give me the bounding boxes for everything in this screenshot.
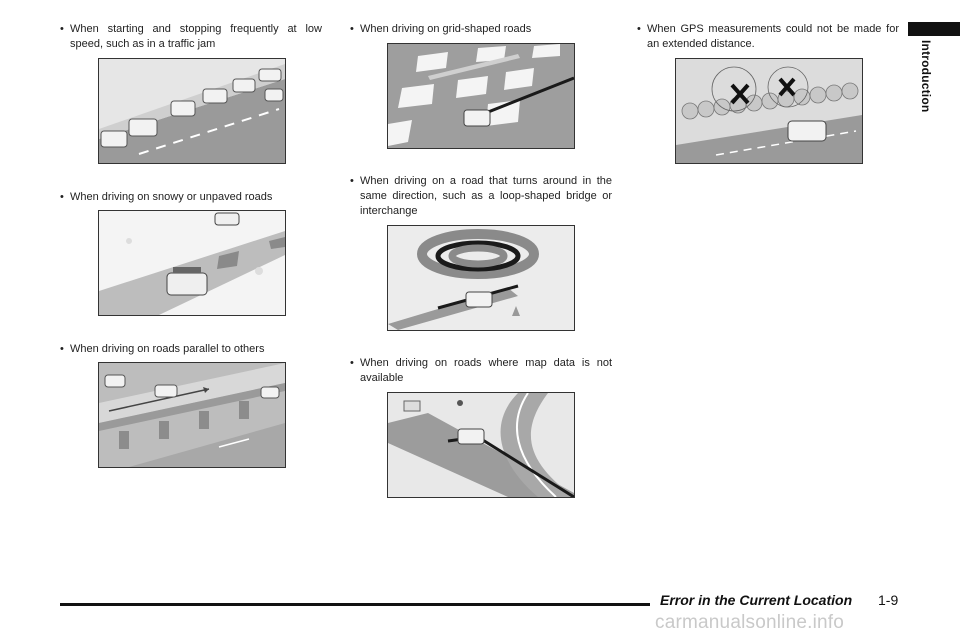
traffic-jam-illustration bbox=[98, 58, 286, 164]
snowy-road-illustration bbox=[98, 210, 286, 316]
item-text: When starting and stopping frequently at… bbox=[70, 23, 322, 50]
item-text: When driving on snowy or unpaved roads bbox=[70, 191, 273, 203]
list-item: • When driving on a road that turns arou… bbox=[350, 174, 612, 219]
bullet: • bbox=[60, 343, 64, 355]
bullet: • bbox=[637, 23, 641, 35]
list-item: • When driving on grid-shaped roads bbox=[350, 22, 612, 37]
item-text: When GPS measurements could not be made … bbox=[647, 23, 899, 50]
page-number: 1-9 bbox=[878, 592, 899, 608]
list-item: • When driving on roads parallel to othe… bbox=[60, 342, 322, 357]
list-item: • When driving on snowy or unpaved roads bbox=[60, 190, 322, 205]
list-item: • When starting and stopping frequently … bbox=[60, 22, 322, 52]
parallel-roads-illustration bbox=[98, 362, 286, 468]
bullet: • bbox=[60, 191, 64, 203]
bullet: • bbox=[60, 23, 64, 35]
unmapped-road-illustration bbox=[387, 392, 575, 498]
item-text: When driving on a road that turns around… bbox=[360, 175, 612, 217]
bullet: • bbox=[350, 175, 354, 187]
watermark-text: carmanualsonline.info bbox=[655, 612, 845, 633]
loop-bridge-illustration bbox=[387, 225, 575, 331]
list-item: • When GPS measurements could not be mad… bbox=[637, 22, 899, 52]
section-tab-label: Introduction bbox=[919, 40, 933, 113]
bullet: • bbox=[350, 23, 354, 35]
section-tab-marker bbox=[908, 22, 960, 36]
item-text: When driving on roads parallel to others bbox=[70, 343, 265, 355]
gps-lost-illustration bbox=[675, 58, 863, 164]
bullet: • bbox=[350, 357, 354, 369]
footer-section-title: Error in the Current Location bbox=[660, 592, 853, 608]
grid-roads-illustration bbox=[387, 43, 575, 149]
item-text: When driving on roads where map data is … bbox=[360, 357, 612, 384]
footer-rule bbox=[60, 603, 650, 606]
list-item: • When driving on roads where map data i… bbox=[350, 356, 612, 386]
item-text: When driving on grid-shaped roads bbox=[360, 23, 532, 35]
